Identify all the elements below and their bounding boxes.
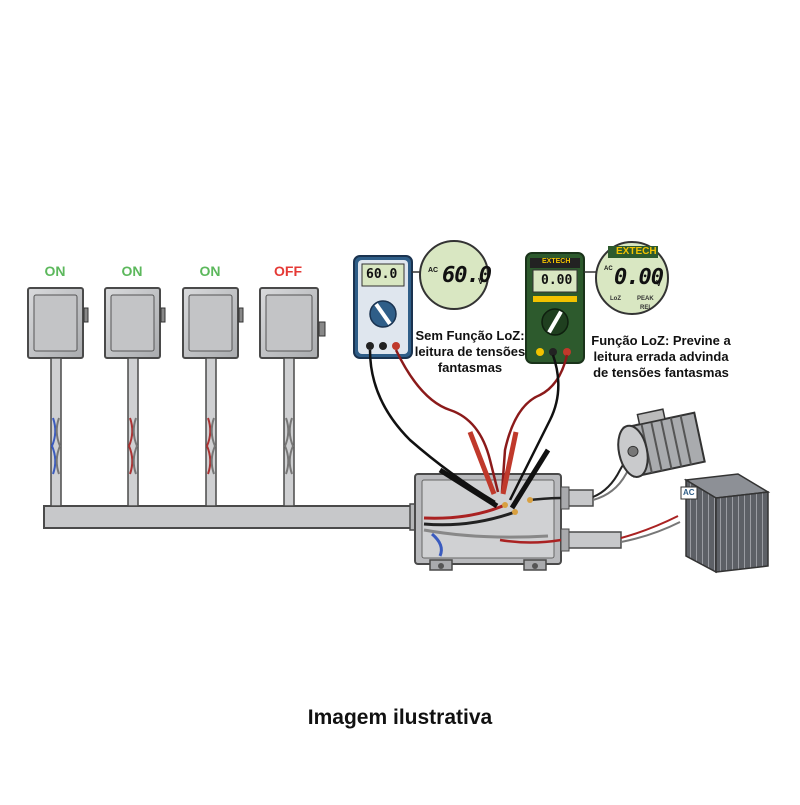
disconnect-switch-1 <box>27 287 89 507</box>
zoom-extech-ac: AC <box>604 266 613 272</box>
caption-standard-line-2: leitura de tensões <box>414 344 526 359</box>
meter-extech-display: 0.00 <box>541 273 573 288</box>
zoom-extech-unit: V <box>656 279 662 288</box>
switch-status-4: OFF <box>274 263 302 279</box>
junction-box <box>414 473 622 571</box>
zoom-standard-reading: 60.0 <box>442 263 492 288</box>
switch-status-3: ON <box>199 263 221 279</box>
zoom-display-extech <box>584 241 669 315</box>
zoom-standard-unit: V <box>478 277 484 286</box>
switch-status-1: ON <box>44 263 66 279</box>
meter-standard-display: 60.0 <box>366 267 398 282</box>
zoom-extech-rel: REL <box>640 305 652 311</box>
zoom-extech-brand: EXTECH <box>616 246 657 257</box>
zoom-standard-ac: AC <box>428 267 439 274</box>
caption-standard-line-1: Sem Função LoZ: <box>415 328 525 343</box>
zoom-extech-loz: LoZ <box>610 296 621 302</box>
ac-condenser-unit <box>680 473 771 574</box>
caption-standard-meter: Sem Função LoZ: leitura de tensões fanta… <box>405 328 535 376</box>
electric-motor <box>617 408 706 478</box>
caption-extech-line-1: Função LoZ: Previne a <box>591 333 731 348</box>
switch-status-2: ON <box>121 263 143 279</box>
multimeter-extech <box>525 252 585 364</box>
zoom-display-standard <box>412 240 489 310</box>
disconnect-switch-4 <box>259 287 326 507</box>
footer-caption: Imagem ilustrativa <box>307 706 493 729</box>
caption-extech-line-2: leitura errada advinda <box>593 349 729 364</box>
meter-extech-brand: EXTECH <box>542 258 571 265</box>
multimeter-standard <box>353 255 413 359</box>
disconnect-switch-2 <box>104 287 166 507</box>
caption-extech-meter: Função LoZ: Previne a leitura errada adv… <box>586 333 736 381</box>
test-leads <box>368 349 569 510</box>
zoom-extech-peak: PEAK <box>637 296 654 302</box>
zoom-extech-reading: 0.00 <box>614 265 664 290</box>
disconnect-switch-3 <box>182 287 244 507</box>
caption-extech-line-3: de tensões fantasmas <box>593 365 729 380</box>
ac-unit-label: AC <box>683 488 695 497</box>
main-conduit <box>43 503 425 531</box>
caption-standard-line-3: fantasmas <box>437 360 503 375</box>
